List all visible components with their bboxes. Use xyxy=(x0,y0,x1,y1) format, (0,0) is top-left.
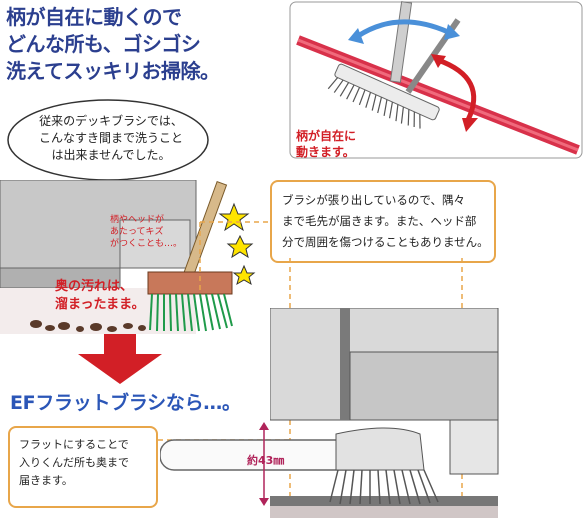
callout-line-2: まで毛先が届きます。また、ヘッド部 xyxy=(282,214,477,228)
flat-note-line-3: 届きます。 xyxy=(19,474,73,487)
height-dimension-label: 約43㎜ xyxy=(247,454,285,467)
warning-line-2: あたってキズ xyxy=(110,227,164,237)
impact-star-icon xyxy=(226,234,254,259)
headline-line-1: 柄が自在に動くので xyxy=(6,5,182,29)
photo-caption-line-2: 動きます。 xyxy=(296,145,355,159)
warning-line-3: がつくことも…。 xyxy=(110,239,183,249)
bubble-line-3: は出来ませんでした。 xyxy=(51,148,171,162)
photo-caption-line-1: 柄が自在に xyxy=(296,129,357,143)
dirt-particles xyxy=(30,320,146,332)
bubble-line-2: こんなすき間まで洗うこと xyxy=(38,131,183,145)
headline-line-3: 洗えてスッキリお掃除。 xyxy=(6,59,220,83)
dirt-remains-text: 奥の汚れは、 溜まったまま。 xyxy=(55,278,145,314)
brush-rotation-illustration xyxy=(289,1,583,159)
dirt-line-2: 溜まったまま。 xyxy=(55,297,145,312)
flat-note-line-1: フラットにすることで xyxy=(19,438,129,451)
flat-brush-scene xyxy=(270,308,499,518)
flat-note-line-2: 入りくんだ所も奥まで xyxy=(19,456,129,469)
impact-star-icon xyxy=(232,264,256,286)
callout-line-1: ブラシが張り出しているので、隅々 xyxy=(282,193,465,207)
headline: 柄が自在に動くので どんな所も、ゴシゴシ 洗えてスッキリお掃除。 xyxy=(6,4,261,85)
down-arrow-icon xyxy=(78,334,162,384)
old-deck-brush-scene xyxy=(0,180,256,334)
headline-line-2: どんな所も、ゴシゴシ xyxy=(6,32,201,56)
callout-line-3: 分で周囲を傷つけることもありません。 xyxy=(282,235,489,249)
ef-flat-brush xyxy=(160,422,439,506)
old-brush-head xyxy=(147,271,233,295)
rotate-arrow-red-icon xyxy=(437,57,477,122)
impact-star-icon xyxy=(218,202,250,232)
warning-line-1: 柄やヘッドが xyxy=(110,215,165,225)
bristle-reach-callout: ブラシが張り出しているので、隅々 まで毛先が届きます。また、ヘッド部 分で周囲を… xyxy=(270,180,496,263)
bubble-line-1: 従来のデッキブラシでは、 xyxy=(39,114,183,128)
flat-reach-note: フラットにすることで 入りくんだ所も奥まで 届きます。 xyxy=(8,426,158,508)
dirt-line-1: 奥の汚れは、 xyxy=(55,279,134,294)
old-brush-bubble-text: 従来のデッキブラシでは、 こんなすき間まで洗うこと は出来ませんでした。 xyxy=(16,113,206,164)
photo-caption: 柄が自在に 動きます。 xyxy=(296,128,356,160)
rotate-arrow-blue-icon xyxy=(356,19,450,39)
scratch-warning: 柄やヘッドが あたってキズ がつくことも…。 xyxy=(110,214,182,250)
ef-flat-brush-heading: EFフラットブラシなら…。 xyxy=(10,392,241,414)
